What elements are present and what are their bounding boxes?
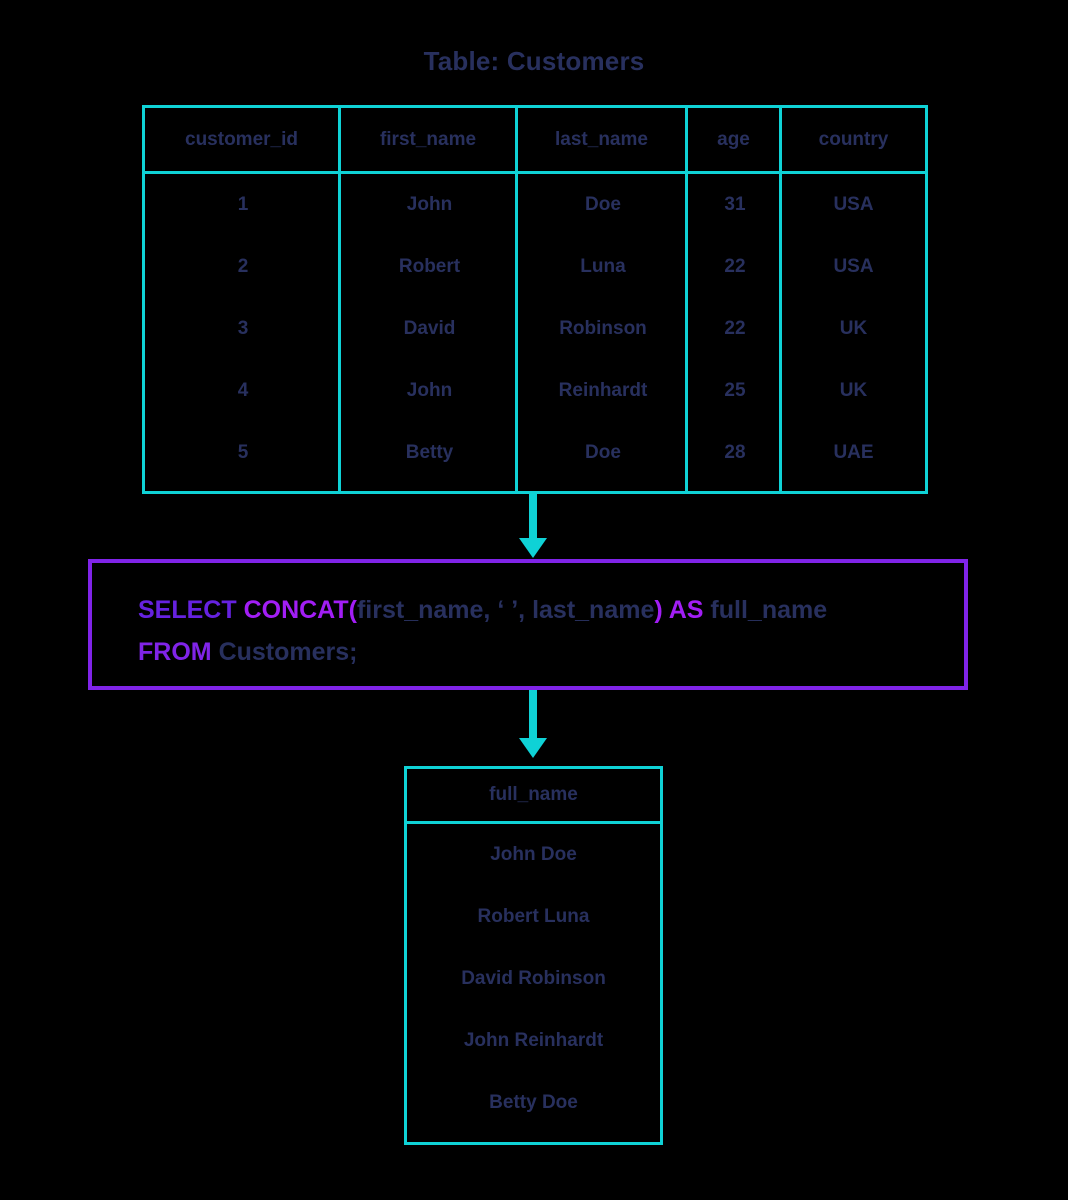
cell-first-name: John — [406, 380, 453, 401]
column-header-country: country — [818, 128, 889, 150]
cell-country: USA — [833, 194, 874, 215]
column-header-age: age — [688, 108, 782, 171]
cell-last-name: Luna — [580, 256, 626, 277]
table-row: 3 David Robinson 22 UK — [145, 298, 925, 360]
arrow-shaft — [529, 690, 537, 740]
cell-customer-id: 2 — [237, 256, 249, 277]
result-row: David Robinson — [461, 968, 606, 989]
sql-query-line-2: FROM Customers; — [138, 631, 964, 673]
cell-country: USA — [833, 256, 874, 277]
result-row: Robert Luna — [477, 906, 590, 927]
sql-query-box: SELECT CONCAT(first_name, ‘ ’, last_name… — [88, 559, 968, 690]
cell-customer-id: 5 — [237, 442, 249, 463]
sql-arg-first-name: first_name, — [356, 596, 498, 624]
result-row: Betty Doe — [489, 1092, 578, 1113]
sql-alias-full-name: full_name — [710, 596, 828, 624]
arrow-head — [519, 738, 547, 758]
sql-keyword-as: AS — [668, 596, 704, 624]
sql-open-paren: ( — [348, 596, 357, 624]
column-header-first-name: first_name — [341, 108, 518, 171]
sql-arg-comma: , — [518, 596, 533, 624]
sql-query-line-1: SELECT CONCAT(first_name, ‘ ’, last_name… — [138, 589, 964, 631]
cell-first-name: Betty — [405, 442, 454, 463]
arrow-head — [519, 538, 547, 558]
cell-customer-id: 4 — [237, 380, 249, 401]
sql-function-concat: CONCAT — [243, 596, 349, 624]
cell-country: UAE — [833, 442, 874, 463]
cell-last-name: Doe — [585, 442, 621, 463]
cell-first-name: John — [406, 194, 453, 215]
cell-first-name: David — [403, 318, 456, 339]
result-table: full_name John Doe Robert Luna David Rob… — [404, 766, 663, 1145]
cell-last-name: Robinson — [559, 318, 647, 339]
sql-keyword-from: FROM — [138, 638, 212, 666]
result-row: John Doe — [490, 844, 577, 865]
cell-age: 22 — [724, 318, 746, 339]
cell-customer-id: 3 — [237, 318, 249, 339]
column-header-last-name: last_name — [518, 108, 688, 171]
arrow-down-icon — [513, 690, 553, 760]
result-column-header-full-name: full_name — [407, 769, 660, 824]
cell-age: 31 — [724, 194, 746, 215]
cell-age: 22 — [724, 256, 746, 277]
table-row: 5 Betty Doe 28 UAE — [145, 422, 925, 484]
page-title: Table: Customers — [423, 46, 645, 76]
cell-first-name: Robert — [398, 256, 461, 277]
cell-age: 28 — [724, 442, 746, 463]
table-row: 4 John Reinhardt 25 UK — [145, 360, 925, 422]
sql-arg-last-name: last_name — [532, 596, 655, 624]
cell-customer-id: 1 — [237, 194, 249, 215]
sql-string-literal: ‘ ’ — [497, 596, 519, 624]
arrow-down-icon — [513, 494, 553, 558]
cell-country: UK — [839, 318, 868, 339]
table-header-row: customer_id first_name last_name age cou… — [145, 108, 925, 174]
cell-last-name: Reinhardt — [558, 380, 648, 401]
column-header-customer-id: customer_id — [145, 108, 341, 171]
sql-keyword-select: SELECT — [138, 596, 237, 624]
arrow-shaft — [529, 494, 537, 540]
table-body: 1 John Doe 31 USA 2 Robert Luna 22 USA 3… — [145, 174, 925, 494]
table-row: 1 John Doe 31 USA — [145, 174, 925, 236]
customers-table: customer_id first_name last_name age cou… — [142, 105, 928, 494]
cell-age: 25 — [724, 380, 746, 401]
cell-country: UK — [839, 380, 868, 401]
sql-close-paren: ) — [654, 596, 663, 624]
sql-table-customers: Customers; — [218, 638, 358, 666]
cell-last-name: Doe — [585, 194, 621, 215]
result-row: John Reinhardt — [463, 1030, 604, 1051]
table-row: 2 Robert Luna 22 USA — [145, 236, 925, 298]
